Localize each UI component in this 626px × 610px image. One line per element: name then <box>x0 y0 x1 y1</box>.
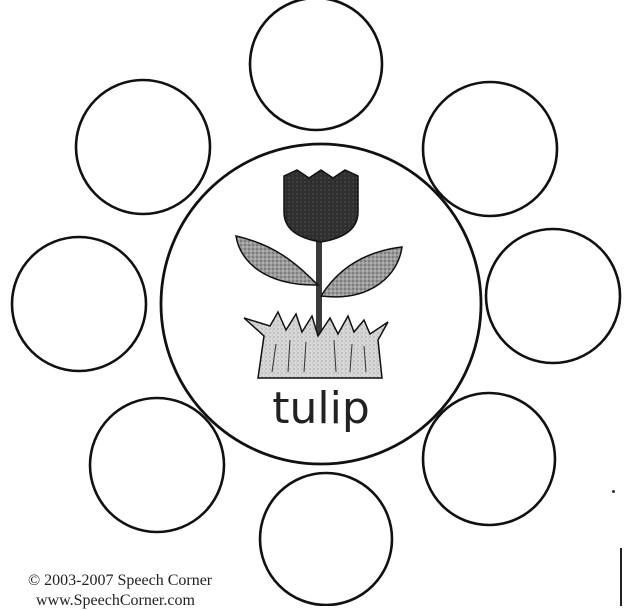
empty-circle-right[interactable] <box>486 229 620 363</box>
empty-circle-top[interactable] <box>250 0 382 130</box>
empty-circle-left[interactable] <box>12 237 146 371</box>
copyright-text: © 2003-2007 Speech Corner <box>28 572 212 590</box>
empty-circle-top-left[interactable] <box>76 80 210 214</box>
empty-circle-top-right[interactable] <box>423 82 557 216</box>
center-word: tulip <box>272 383 370 434</box>
page-edge-line <box>620 548 622 606</box>
tulip-flower <box>284 170 358 242</box>
empty-circle-bottom-left[interactable] <box>90 398 224 532</box>
website-text: www.SpeechCorner.com <box>36 592 195 610</box>
scan-speck <box>612 490 615 493</box>
empty-circle-bottom[interactable] <box>260 473 392 605</box>
empty-circle-bottom-right[interactable] <box>423 393 555 525</box>
